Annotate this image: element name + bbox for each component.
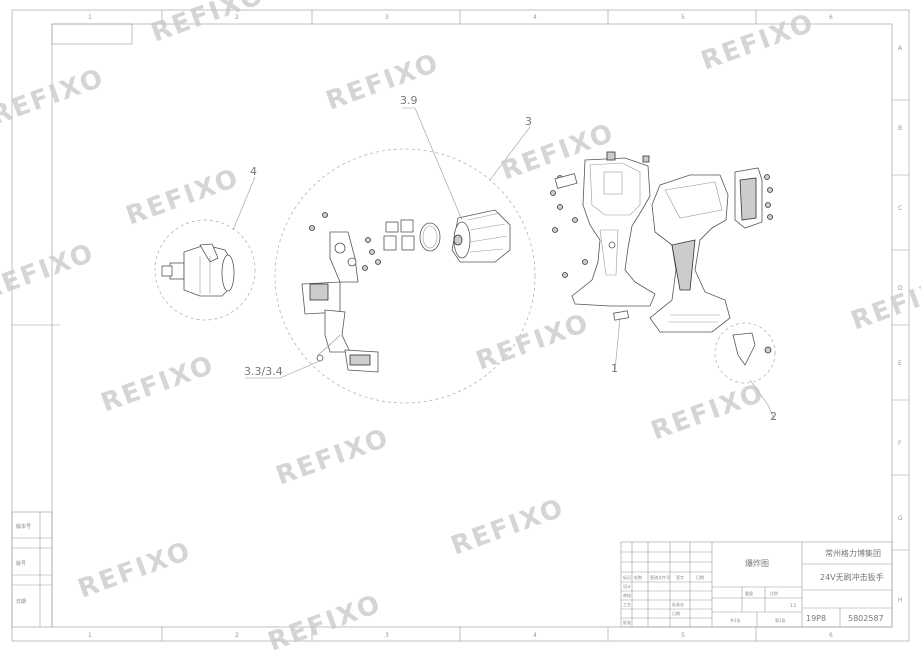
drawing-number: 5802587: [848, 614, 884, 623]
watermark: REFIXO: [97, 350, 219, 419]
tb-role: 日期: [672, 610, 680, 616]
strip-label-no: 版号: [16, 560, 26, 567]
callout-3-9: 3.9: [400, 94, 418, 107]
watermark: REFIXO: [647, 378, 769, 447]
watermark: REFIXO: [322, 48, 444, 117]
tb-role: 批准: [623, 619, 631, 625]
corner-box: [51, 23, 133, 45]
sheet-number: 第1张: [775, 617, 786, 623]
strip-label-version: 版本号: [16, 523, 31, 530]
leader-lines: [232, 107, 776, 421]
watermark: REFIXO: [447, 493, 569, 562]
housing-left-half: [571, 151, 656, 307]
zone-1-top: 1: [88, 14, 92, 21]
company-name: 常州格力博集团: [825, 548, 881, 558]
tb-role: 工艺: [623, 602, 631, 607]
watermark: REFIXO: [0, 63, 109, 132]
zone-b: B: [898, 125, 902, 132]
callout-2: 2: [770, 410, 777, 423]
outer-border: [11, 9, 910, 642]
title-block: 标记 处数 更改文件号 签字 日期 设计 审核 工艺 批准 标准化 日期 爆炸图…: [620, 541, 893, 628]
tb-role: 标准化: [672, 601, 684, 607]
group-4-boundary: [154, 219, 256, 321]
zone-labels-right: A B C D E F G H: [898, 45, 903, 604]
zone-5-bottom: 5: [681, 632, 685, 639]
zone-4-bottom: 4: [533, 632, 537, 639]
belt-clip: [732, 332, 772, 366]
zone-4-top: 4: [533, 14, 537, 21]
weight-label: 重量: [745, 590, 753, 596]
watermark: REFIXO: [272, 423, 394, 492]
callout-3: 3: [525, 115, 532, 128]
tb-row-label: 标记: [623, 574, 631, 580]
zone-f: F: [898, 440, 902, 447]
group3-screws: [309, 212, 381, 271]
zone-g: G: [898, 515, 903, 522]
view-name: 爆炸图: [745, 558, 769, 568]
callout-3-3-3-4: 3.3/3.4: [244, 365, 283, 378]
zone-6-top: 6: [829, 14, 833, 21]
housing-right-half: [649, 174, 731, 333]
ratio-label: 比例: [770, 590, 778, 596]
watermark: REFIXO: [0, 238, 99, 307]
product-name: 24V无刷冲击扳手: [820, 572, 884, 582]
zone-6-bottom: 6: [829, 632, 833, 639]
watermark: REFIXO: [122, 163, 244, 232]
code-label: 19P8: [806, 614, 826, 623]
tb-row-label: 签字: [676, 574, 684, 580]
rear-screws: [764, 174, 773, 220]
small-clip-part-1: [613, 310, 630, 321]
zone-labels-bottom: 1 2 3 4 5 6: [88, 632, 833, 639]
zone-c: C: [898, 205, 902, 212]
watermark: REFIXO: [697, 8, 819, 77]
zone-e: E: [898, 360, 902, 367]
housing-screws-left: [550, 173, 588, 278]
tb-row-label: 日期: [696, 574, 704, 580]
zone-labels-top: 1 2 3 4 5 6: [88, 14, 833, 21]
watermark: REFIXO: [847, 268, 921, 337]
tb-role: 审核: [623, 592, 631, 598]
zone-2-top: 2: [235, 14, 239, 21]
zone-3-top: 3: [385, 14, 389, 21]
sheet-total: 共1张: [730, 617, 741, 623]
tb-row-label: 处数: [634, 574, 642, 580]
watermark: REFIXO: [74, 536, 196, 605]
motor-stator: [451, 209, 511, 263]
zone-ticks: [161, 10, 909, 641]
tb-role: 设计: [623, 583, 631, 589]
scale-value: 1:2: [790, 603, 797, 608]
group-3-boundary: [274, 148, 536, 404]
left-revision-strip: 版本号 版号 日期: [11, 511, 53, 628]
strip-label-date: 日期: [16, 599, 26, 605]
o-ring: [419, 222, 441, 252]
zone-2-bottom: 2: [235, 632, 239, 639]
zone-a: A: [898, 45, 903, 52]
zone-1-bottom: 1: [88, 632, 92, 639]
rear-end-cap: [734, 167, 763, 229]
zone-h: H: [898, 597, 903, 604]
tb-row-label: 更改文件号: [650, 574, 670, 580]
watermark: REFIXO: [472, 308, 594, 377]
watermark: REFIXO: [264, 589, 386, 651]
zone-5-top: 5: [681, 14, 685, 21]
zone-3-bottom: 3: [385, 632, 389, 639]
magnet-pads: [383, 219, 415, 251]
switch-trigger-assembly: [301, 231, 379, 373]
inner-border: [51, 23, 893, 628]
callout-1: 1: [611, 362, 618, 375]
zone-d: D: [898, 285, 903, 292]
callout-4: 4: [250, 165, 257, 178]
anvil-head-assembly: [161, 243, 235, 297]
group-2-boundary: [714, 322, 776, 384]
